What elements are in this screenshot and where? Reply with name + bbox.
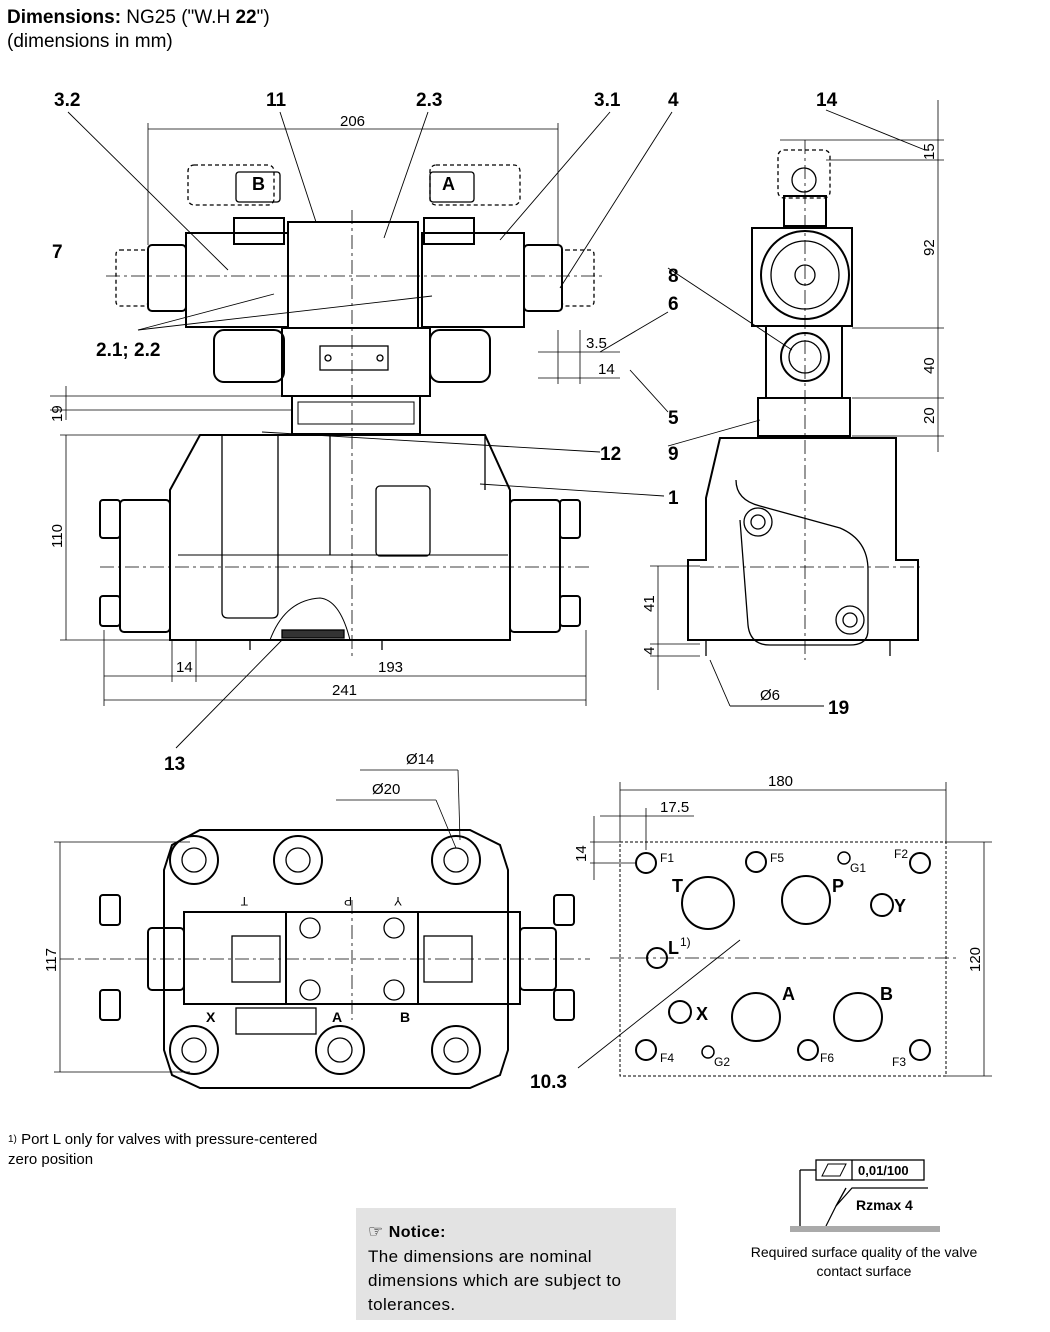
footnote-mark: 1): [8, 1134, 17, 1145]
side-view: [687, 140, 920, 660]
dim-193: 193: [378, 659, 403, 676]
footnote-text: Port L only for valves with pressure-cen…: [8, 1131, 318, 1168]
top-port-t: T: [240, 894, 248, 908]
plate-port-y: Y: [894, 896, 906, 916]
plate-hole-f3: F3: [892, 1055, 906, 1069]
pointing-hand-icon: ☞: [368, 1222, 389, 1241]
dim-241: 241: [332, 682, 357, 699]
dim-phi20: Ø20: [372, 781, 400, 798]
dim-15: 15: [921, 143, 938, 160]
top-port-y: Y: [394, 894, 402, 908]
side-dimensions: [650, 100, 944, 690]
label-7: 7: [52, 242, 63, 263]
plate-port-p: P: [832, 876, 844, 896]
label-2-1-2-2: 2.1; 2.2: [96, 340, 160, 361]
label-14: 14: [816, 90, 838, 111]
plate-hole-f4: F4: [660, 1051, 674, 1065]
label-6: 6: [668, 294, 679, 315]
dim-3-5: 3.5: [586, 335, 607, 352]
valve-port-a: A: [442, 174, 455, 194]
notice-title: Notice:: [388, 1224, 446, 1241]
roughness-value: Rzmax 4: [856, 1197, 913, 1213]
dim-phi14: Ø14: [406, 751, 434, 768]
plate-hole-g1: G1: [850, 861, 866, 875]
front-dimensions: [50, 123, 620, 706]
dim-92: 92: [921, 239, 938, 256]
surface-caption: Required surface quality of the valve co…: [750, 1244, 978, 1279]
dim-41: 41: [641, 595, 658, 612]
label-8: 8: [668, 266, 679, 287]
dim-40: 40: [921, 357, 938, 374]
top-dimensions: [54, 769, 461, 1073]
dim-4: 4: [641, 647, 658, 655]
plate-port-l: L: [668, 938, 679, 958]
top-port-x: X: [206, 1009, 216, 1025]
top-view: [60, 829, 590, 1089]
dim-110: 110: [49, 524, 66, 548]
dim-phi6: Ø6: [760, 687, 780, 704]
label-11: 11: [266, 90, 287, 111]
valve-port-b: B: [252, 174, 265, 194]
label-1: 1: [668, 488, 679, 509]
mounting-plate: [610, 841, 960, 1077]
dim-117: 117: [43, 948, 60, 972]
label-4: 4: [668, 90, 679, 111]
label-9: 9: [668, 444, 679, 465]
surface-symbol: [790, 1159, 940, 1232]
label-2-3: 2.3: [416, 90, 442, 111]
dim-206: 206: [340, 113, 365, 130]
label-12: 12: [600, 444, 621, 465]
leader-lines: [67, 109, 926, 1069]
label-10-3: 10.3: [530, 1072, 567, 1093]
plate-port-l-footnote: 1): [680, 935, 691, 949]
dim-14-base: 14: [176, 659, 193, 676]
dim-19: 19: [49, 405, 66, 422]
page-title: Dimensions: NG25 ("W.H 22"): [7, 7, 270, 28]
label-13: 13: [164, 754, 185, 775]
notice-body: The dimensions are nominal dimensions wh…: [368, 1247, 622, 1314]
top-port-b: B: [400, 1009, 410, 1025]
dim-180: 180: [768, 773, 793, 790]
page-subtitle: (dimensions in mm): [7, 31, 173, 52]
plate-hole-f2: F2: [894, 847, 908, 861]
dim-14-plate: 14: [573, 845, 590, 862]
plate-dimensions: [590, 782, 992, 1077]
dim-20: 20: [921, 407, 938, 424]
plate-hole-g2: G2: [714, 1055, 730, 1069]
dim-17-5: 17.5: [660, 799, 689, 816]
plate-hole-f1: F1: [660, 851, 674, 865]
front-view: [99, 164, 604, 660]
plate-hole-f5: F5: [770, 851, 784, 865]
notice-box: ☞ Notice: The dimensions are nominal dim…: [356, 1208, 676, 1320]
plate-port-t: T: [672, 876, 683, 896]
plate-hole-f6: F6: [820, 1051, 834, 1065]
label-19: 19: [828, 698, 849, 719]
top-port-a: A: [332, 1009, 342, 1025]
label-5: 5: [668, 408, 679, 429]
plate-port-b: B: [880, 984, 893, 1004]
dim-14-connector: 14: [598, 361, 615, 378]
header: Dimensions: NG25 ("W.H 22") (dimensions …: [7, 6, 270, 54]
top-port-p: P: [344, 894, 352, 908]
flatness-value: 0,01/100: [858, 1163, 909, 1178]
plate-port-x: X: [696, 1004, 708, 1024]
plate-port-a: A: [782, 984, 795, 1004]
dim-120: 120: [967, 947, 984, 972]
label-3-2: 3.2: [54, 90, 80, 111]
label-3-1: 3.1: [594, 90, 621, 111]
footnote: 1) Port L only for valves with pressure-…: [8, 1130, 338, 1170]
